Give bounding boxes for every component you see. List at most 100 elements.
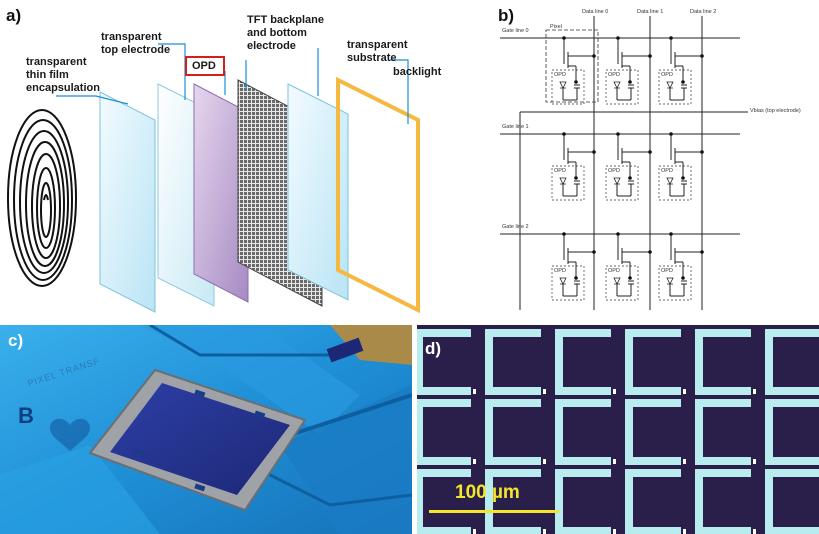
circuit-node bbox=[648, 150, 652, 154]
via-contact bbox=[543, 529, 546, 534]
chip-mark: B bbox=[18, 403, 34, 428]
circuit-node bbox=[574, 276, 578, 280]
via-contact bbox=[683, 529, 686, 534]
circuit-node bbox=[562, 232, 566, 236]
circuit-node bbox=[616, 232, 620, 236]
opd-label: OPD bbox=[608, 72, 620, 78]
data-line-label: Data line 2 bbox=[690, 9, 716, 15]
electrode-pad bbox=[765, 329, 819, 395]
opd-box bbox=[605, 165, 639, 201]
electrode-pad bbox=[485, 399, 541, 465]
encapsulation-layer bbox=[99, 91, 156, 313]
via-contact bbox=[473, 459, 476, 464]
via-contact bbox=[613, 529, 616, 534]
opd-label: OPD bbox=[608, 168, 620, 174]
pixel-outline bbox=[545, 29, 599, 103]
electrode-pad bbox=[625, 329, 681, 395]
via-contact bbox=[613, 459, 616, 464]
opd-label: OPD bbox=[554, 268, 566, 274]
electrode-pad bbox=[765, 399, 819, 465]
device-photo bbox=[0, 325, 412, 534]
opd-box bbox=[658, 265, 692, 301]
opd-box bbox=[605, 265, 639, 301]
fingerprint-icon bbox=[7, 109, 77, 287]
circuit-node bbox=[592, 250, 596, 254]
opd-box bbox=[551, 69, 585, 105]
circuit-node bbox=[592, 54, 596, 58]
circuit-node bbox=[669, 132, 673, 136]
circuit-node bbox=[669, 36, 673, 40]
photodiode-icon bbox=[613, 177, 621, 185]
photodiode-icon bbox=[559, 177, 567, 185]
circuit-node bbox=[681, 276, 685, 280]
via-contact bbox=[473, 529, 476, 534]
circuit-node bbox=[669, 232, 673, 236]
circuit-node bbox=[562, 36, 566, 40]
via-contact bbox=[543, 389, 546, 394]
panel-c-label: c) bbox=[8, 331, 24, 350]
panel-b-label: b) bbox=[498, 6, 515, 25]
opd-box bbox=[605, 69, 639, 105]
via-contact bbox=[543, 459, 546, 464]
electrode-pad bbox=[417, 469, 471, 534]
circuit-node bbox=[628, 276, 632, 280]
pixel-circuit-schematic: Data line 0 Data line 1 Data line 2 Pixe… bbox=[500, 9, 801, 310]
gate-line-label: Gate line 2 bbox=[502, 224, 529, 230]
backlight-layer bbox=[336, 76, 420, 314]
circuit-node bbox=[700, 54, 704, 58]
circuit-node bbox=[562, 132, 566, 136]
opd-box bbox=[658, 69, 692, 105]
photodiode-icon bbox=[666, 81, 674, 89]
electrode-pad bbox=[555, 329, 611, 395]
exploded-stack-illustration bbox=[7, 43, 420, 314]
circuit-node bbox=[616, 36, 620, 40]
electrode-pad bbox=[417, 329, 471, 395]
electrode-pad bbox=[555, 469, 611, 534]
label-backlight: backlight bbox=[393, 66, 442, 78]
circuit-node bbox=[700, 250, 704, 254]
opd-label: OPD bbox=[608, 268, 620, 274]
gate-line-label: Gate line 1 bbox=[502, 124, 529, 130]
via-contact bbox=[753, 459, 756, 464]
via-contact bbox=[753, 529, 756, 534]
circuit-node bbox=[574, 176, 578, 180]
photodiode-icon bbox=[613, 81, 621, 89]
circuit-node bbox=[628, 176, 632, 180]
via-contact bbox=[683, 389, 686, 394]
opd-label: OPD bbox=[661, 168, 673, 174]
opd-box bbox=[551, 265, 585, 301]
panel-b: b) Data line 0 Data line 1 Data line 2 P… bbox=[480, 0, 819, 320]
photodiode-icon bbox=[559, 277, 567, 285]
gate-line-label: Gate line 0 bbox=[502, 28, 529, 34]
electrode-pad bbox=[625, 399, 681, 465]
electrode-pad bbox=[625, 469, 681, 534]
vbias-label: Vbias (top electrode) bbox=[750, 108, 801, 114]
opd-label: OPD bbox=[661, 72, 673, 78]
pixel-label: Pixel bbox=[550, 24, 562, 30]
electrode-pad bbox=[417, 399, 471, 465]
scalebar-label: 100 µm bbox=[455, 482, 520, 503]
data-line-label: Data line 1 bbox=[637, 9, 663, 15]
electrode-pad bbox=[555, 399, 611, 465]
circuit-node bbox=[574, 80, 578, 84]
sensor-active-area bbox=[110, 383, 290, 495]
photodiode-icon bbox=[666, 177, 674, 185]
panel-a: a) bbox=[0, 0, 470, 320]
electrode-pad bbox=[695, 399, 751, 465]
label-opd: OPD bbox=[192, 60, 216, 72]
circuit-node bbox=[592, 150, 596, 154]
opd-label-box bbox=[185, 56, 225, 76]
circuit-node bbox=[681, 80, 685, 84]
opd-label: OPD bbox=[661, 268, 673, 274]
via-contact bbox=[683, 459, 686, 464]
panel-d-label: d) bbox=[425, 339, 442, 358]
electrode-pad bbox=[485, 469, 541, 534]
label-top-electrode: transparent top electrode bbox=[101, 31, 171, 56]
opd-layer bbox=[193, 83, 249, 303]
label-encapsulation: transparent thin film encapsulation bbox=[26, 56, 100, 94]
electrode-micrograph bbox=[417, 329, 819, 534]
circuit-node bbox=[616, 132, 620, 136]
electrode-pad bbox=[485, 329, 541, 395]
photodiode-icon bbox=[613, 277, 621, 285]
panel-d: d) 100 µm bbox=[417, 325, 819, 534]
